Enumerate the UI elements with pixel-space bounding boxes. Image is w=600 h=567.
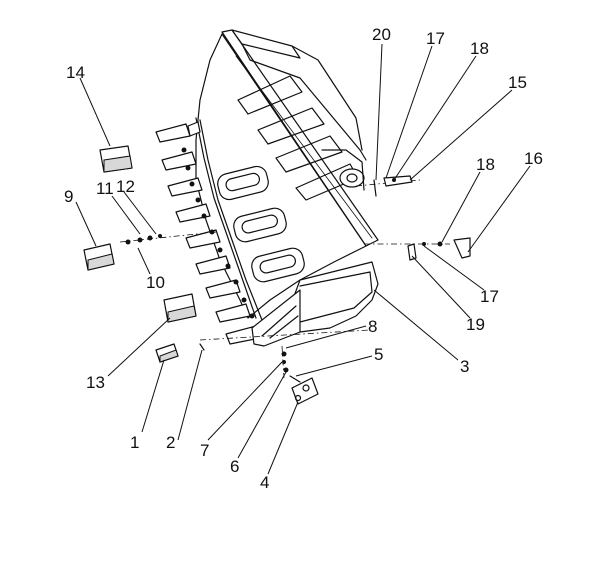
callout-11: 11 bbox=[96, 179, 114, 198]
bucket-body bbox=[155, 29, 379, 347]
callout-19: 19 bbox=[466, 315, 485, 334]
tooth bbox=[161, 151, 197, 171]
axis-line-lower bbox=[199, 329, 371, 341]
back-frame-line-2 bbox=[291, 45, 363, 151]
tooth bbox=[167, 177, 203, 197]
leader-lines bbox=[75, 43, 531, 475]
callout-20: 20 bbox=[372, 25, 391, 44]
hinge-bracket bbox=[321, 149, 365, 191]
callout-18-top: 18 bbox=[470, 39, 489, 58]
side-plate-line-2 bbox=[269, 315, 299, 339]
part-20-pin bbox=[373, 179, 377, 197]
callout-17-right: 17 bbox=[480, 287, 499, 306]
callout-labels: 14 9 11 12 10 13 1 2 7 6 4 5 8 3 20 17 1… bbox=[64, 25, 543, 492]
cutout-3-slot bbox=[259, 254, 297, 274]
cutting-edge bbox=[199, 119, 263, 321]
callout-15: 15 bbox=[508, 73, 527, 92]
callout-17-top: 17 bbox=[426, 29, 445, 48]
teeth-row bbox=[155, 121, 261, 345]
rib-1 bbox=[237, 75, 303, 115]
tooth bbox=[195, 255, 231, 275]
callout-12: 12 bbox=[116, 177, 135, 196]
part-14-wear-plate bbox=[99, 145, 133, 173]
side-plate bbox=[251, 289, 301, 347]
part-16-bracket bbox=[453, 237, 471, 259]
callout-18-right: 18 bbox=[476, 155, 495, 174]
fasteners-right-upper bbox=[373, 175, 413, 197]
part-2-pin bbox=[199, 343, 205, 351]
cutout-1 bbox=[217, 165, 269, 201]
callout-1: 1 bbox=[130, 433, 139, 452]
callout-10: 10 bbox=[146, 273, 165, 292]
callout-16: 16 bbox=[524, 149, 543, 168]
axis-line-left bbox=[119, 231, 217, 243]
side-plate-line bbox=[261, 305, 297, 337]
part-1-adapter bbox=[155, 343, 179, 363]
edge-bolts bbox=[181, 147, 255, 319]
part-5-bolt bbox=[289, 375, 301, 383]
part-4-bracket bbox=[291, 377, 319, 405]
callout-13: 13 bbox=[86, 373, 105, 392]
top-plate bbox=[231, 29, 301, 59]
tooth bbox=[175, 203, 211, 223]
tooth bbox=[215, 303, 251, 323]
edge-cutouts bbox=[217, 165, 305, 283]
part-15-plate bbox=[383, 175, 413, 187]
tooth bbox=[155, 123, 191, 143]
cutting-edge-inner bbox=[195, 117, 257, 319]
fasteners-lower bbox=[281, 351, 289, 373]
callout-6: 6 bbox=[230, 457, 239, 476]
part-19-washer bbox=[407, 243, 417, 261]
callout-9: 9 bbox=[64, 187, 73, 206]
fasteners-right-lower bbox=[407, 237, 471, 261]
callout-4: 4 bbox=[260, 473, 269, 492]
part-13-plate bbox=[163, 293, 197, 323]
callout-2: 2 bbox=[166, 433, 175, 452]
hinge-boss bbox=[339, 168, 365, 188]
fasteners-left bbox=[125, 234, 162, 245]
back-frame-line bbox=[241, 43, 367, 161]
cutout-2-slot bbox=[241, 214, 279, 234]
hinge-hole bbox=[346, 173, 358, 183]
rib-2 bbox=[257, 107, 325, 145]
callout-7: 7 bbox=[200, 441, 209, 460]
part-9-wear-plate bbox=[83, 243, 115, 271]
tooth bbox=[205, 279, 241, 299]
callout-3: 3 bbox=[460, 357, 469, 376]
bucket-bottom-inner bbox=[299, 271, 373, 323]
callout-5: 5 bbox=[374, 345, 383, 364]
callout-14: 14 bbox=[66, 63, 85, 82]
callout-8: 8 bbox=[368, 317, 377, 336]
rib-3 bbox=[275, 135, 343, 173]
cutout-1-slot bbox=[225, 172, 261, 192]
